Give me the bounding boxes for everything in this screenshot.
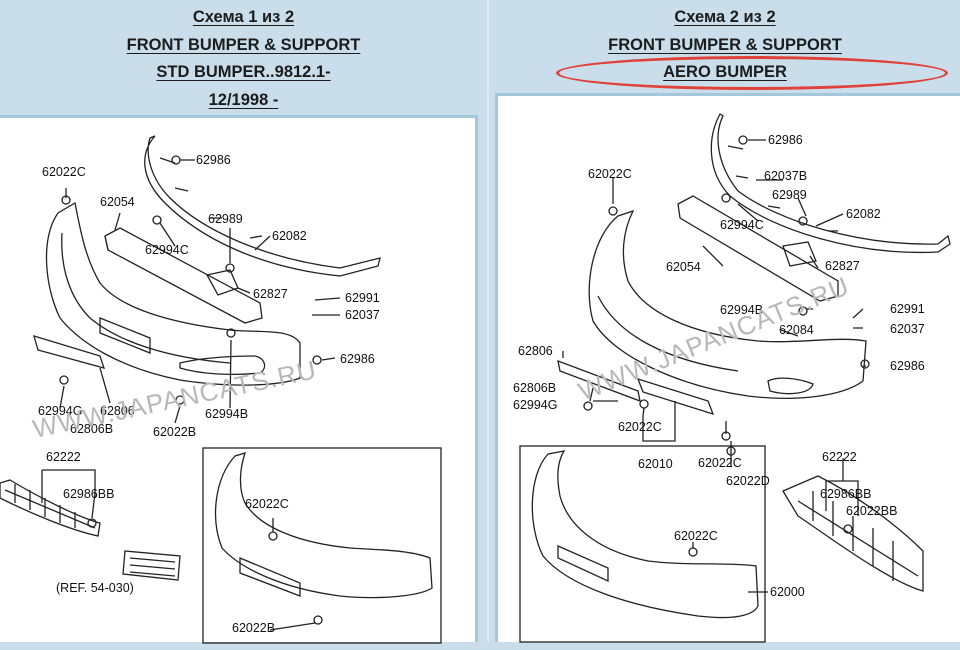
- part-label[interactable]: 62989: [772, 188, 807, 202]
- part-label[interactable]: 62806: [518, 344, 553, 358]
- part-label[interactable]: 62986BB: [63, 487, 114, 501]
- scheme-1-subtitle[interactable]: STD BUMPER..9812.1-: [156, 63, 331, 81]
- part-label[interactable]: 62000: [770, 585, 805, 599]
- part-label[interactable]: 62022C: [588, 167, 632, 181]
- scheme-2-part-labels: 62986 62022C 62037B 62989 62994C 62082 6…: [513, 133, 925, 599]
- part-label[interactable]: 62037: [890, 322, 925, 336]
- part-label[interactable]: 62989: [208, 212, 243, 226]
- part-label[interactable]: 62994G: [38, 404, 82, 418]
- part-label[interactable]: 62806B: [70, 422, 113, 436]
- scheme-2-title[interactable]: FRONT BUMPER & SUPPORT: [608, 35, 842, 54]
- part-label[interactable]: 62022C: [674, 529, 718, 543]
- part-label[interactable]: 62986: [340, 352, 375, 366]
- part-label[interactable]: 62827: [253, 287, 288, 301]
- scheme-2-diagram: 62986 62022C 62037B 62989 62994C 62082 6…: [513, 113, 951, 643]
- part-label[interactable]: 62022C: [245, 497, 289, 511]
- scheme-1-diagram-panel[interactable]: 62022C 62986 62054 62989 62082 62994C 62…: [0, 115, 478, 644]
- part-label[interactable]: 62827: [825, 259, 860, 273]
- bumper-line-art: [519, 113, 951, 643]
- scheme-2-counter[interactable]: Схема 2 из 2: [674, 8, 776, 26]
- part-label[interactable]: 62022C: [618, 420, 662, 434]
- part-label[interactable]: 62022C: [42, 165, 86, 179]
- part-label[interactable]: 62991: [345, 291, 380, 305]
- part-label[interactable]: 62986: [196, 153, 231, 167]
- part-label[interactable]: 62994C: [720, 218, 764, 232]
- highlight-ellipse: [556, 56, 948, 90]
- scheme-1-date[interactable]: 12/1998 -: [208, 90, 279, 109]
- part-label[interactable]: 62986: [768, 133, 803, 147]
- part-label[interactable]: (REF. 54-030): [56, 581, 134, 595]
- part-label[interactable]: 62082: [846, 207, 881, 221]
- part-label[interactable]: 62806: [100, 404, 135, 418]
- part-label[interactable]: 62054: [666, 260, 701, 274]
- part-label[interactable]: 62991: [890, 302, 925, 316]
- part-label[interactable]: 62037B: [764, 169, 807, 183]
- part-label[interactable]: 62010: [638, 457, 673, 471]
- scheme-2-diagram-panel[interactable]: 62986 62022C 62037B 62989 62994C 62082 6…: [495, 93, 960, 643]
- part-label[interactable]: 62084: [779, 323, 814, 337]
- part-label[interactable]: 62994B: [205, 407, 248, 421]
- part-label[interactable]: 62986BB: [820, 487, 871, 501]
- bumper-line-art: [0, 135, 442, 644]
- scheme-1-title[interactable]: FRONT BUMPER & SUPPORT: [126, 35, 361, 54]
- part-label[interactable]: 62986: [890, 359, 925, 373]
- part-label[interactable]: 62022BB: [846, 504, 897, 518]
- scheme-1-diagram: 62022C 62986 62054 62989 62082 62994C 62…: [0, 135, 442, 644]
- scheme-1-counter[interactable]: Схема 1 из 2: [192, 8, 295, 26]
- part-label[interactable]: 62082: [272, 229, 307, 243]
- scheme-1-header: Схема 1 из 2 FRONT BUMPER & SUPPORT STD …: [0, 4, 487, 114]
- part-label[interactable]: 62037: [345, 308, 380, 322]
- part-label[interactable]: 62022B: [153, 425, 196, 439]
- column-separator: [487, 0, 489, 642]
- part-label[interactable]: 62994C: [145, 243, 189, 257]
- part-label[interactable]: 62054: [100, 195, 135, 209]
- part-label[interactable]: 62022D: [726, 474, 770, 488]
- part-label[interactable]: 62994B: [720, 303, 763, 317]
- part-label[interactable]: 62222: [822, 450, 857, 464]
- part-label[interactable]: 62994G: [513, 398, 557, 412]
- part-label[interactable]: 62222: [46, 450, 81, 464]
- part-label[interactable]: 62022C: [698, 456, 742, 470]
- scheme-1-part-labels: 62022C 62986 62054 62989 62082 62994C 62…: [38, 153, 380, 635]
- part-label[interactable]: 62806B: [513, 381, 556, 395]
- part-label[interactable]: 62022B: [232, 621, 275, 635]
